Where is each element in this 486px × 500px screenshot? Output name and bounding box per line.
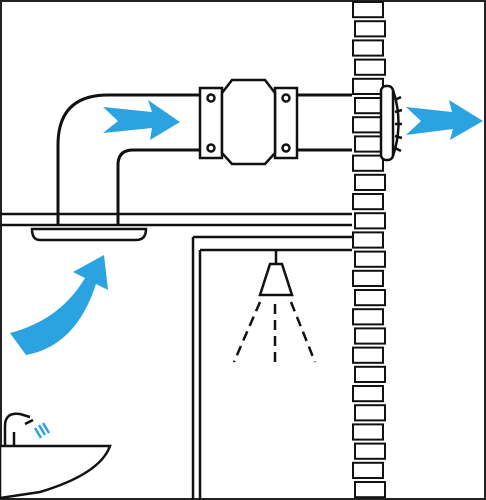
- water-stream: [33, 422, 51, 439]
- brick: [352, 1, 384, 19]
- arrow-airflow-exhaust-icon: [406, 100, 483, 140]
- arrow-airflow-duct-icon: [103, 100, 180, 140]
- brick: [354, 58, 386, 76]
- brick: [352, 154, 384, 172]
- inline-fan-icon: [198, 78, 299, 166]
- brick: [352, 423, 384, 441]
- brick: [354, 212, 386, 230]
- shower-head-icon: [232, 250, 317, 368]
- arrow-airflow-inlet-icon: [10, 255, 108, 355]
- brick: [354, 442, 386, 460]
- brick: [352, 231, 384, 249]
- wall-vent-cap-icon: [379, 84, 403, 162]
- faucet-icon: [3, 412, 34, 446]
- brick: [352, 346, 384, 364]
- brick: [352, 77, 384, 96]
- brick: [352, 193, 384, 211]
- sink-basin-icon: [0, 444, 112, 500]
- brick: [352, 116, 384, 134]
- brick: [354, 481, 386, 499]
- ceiling-slab: [0, 212, 352, 227]
- brick-wall-icon: [352, 1, 386, 499]
- brick: [354, 289, 386, 307]
- shower-enclosure: [191, 235, 352, 500]
- brick: [354, 365, 386, 383]
- shower-spray: [232, 301, 317, 368]
- brick: [354, 250, 386, 268]
- ceiling-grille-icon: [30, 227, 148, 242]
- brick: [354, 20, 386, 38]
- brick: [352, 39, 384, 57]
- brick: [352, 308, 384, 326]
- brick: [354, 404, 386, 422]
- brick: [352, 385, 384, 403]
- brick: [352, 269, 384, 287]
- duct-elbow: [56, 93, 205, 225]
- duct-run: [297, 93, 352, 152]
- brick: [354, 327, 386, 345]
- brick: [352, 461, 384, 479]
- brick: [354, 173, 386, 192]
